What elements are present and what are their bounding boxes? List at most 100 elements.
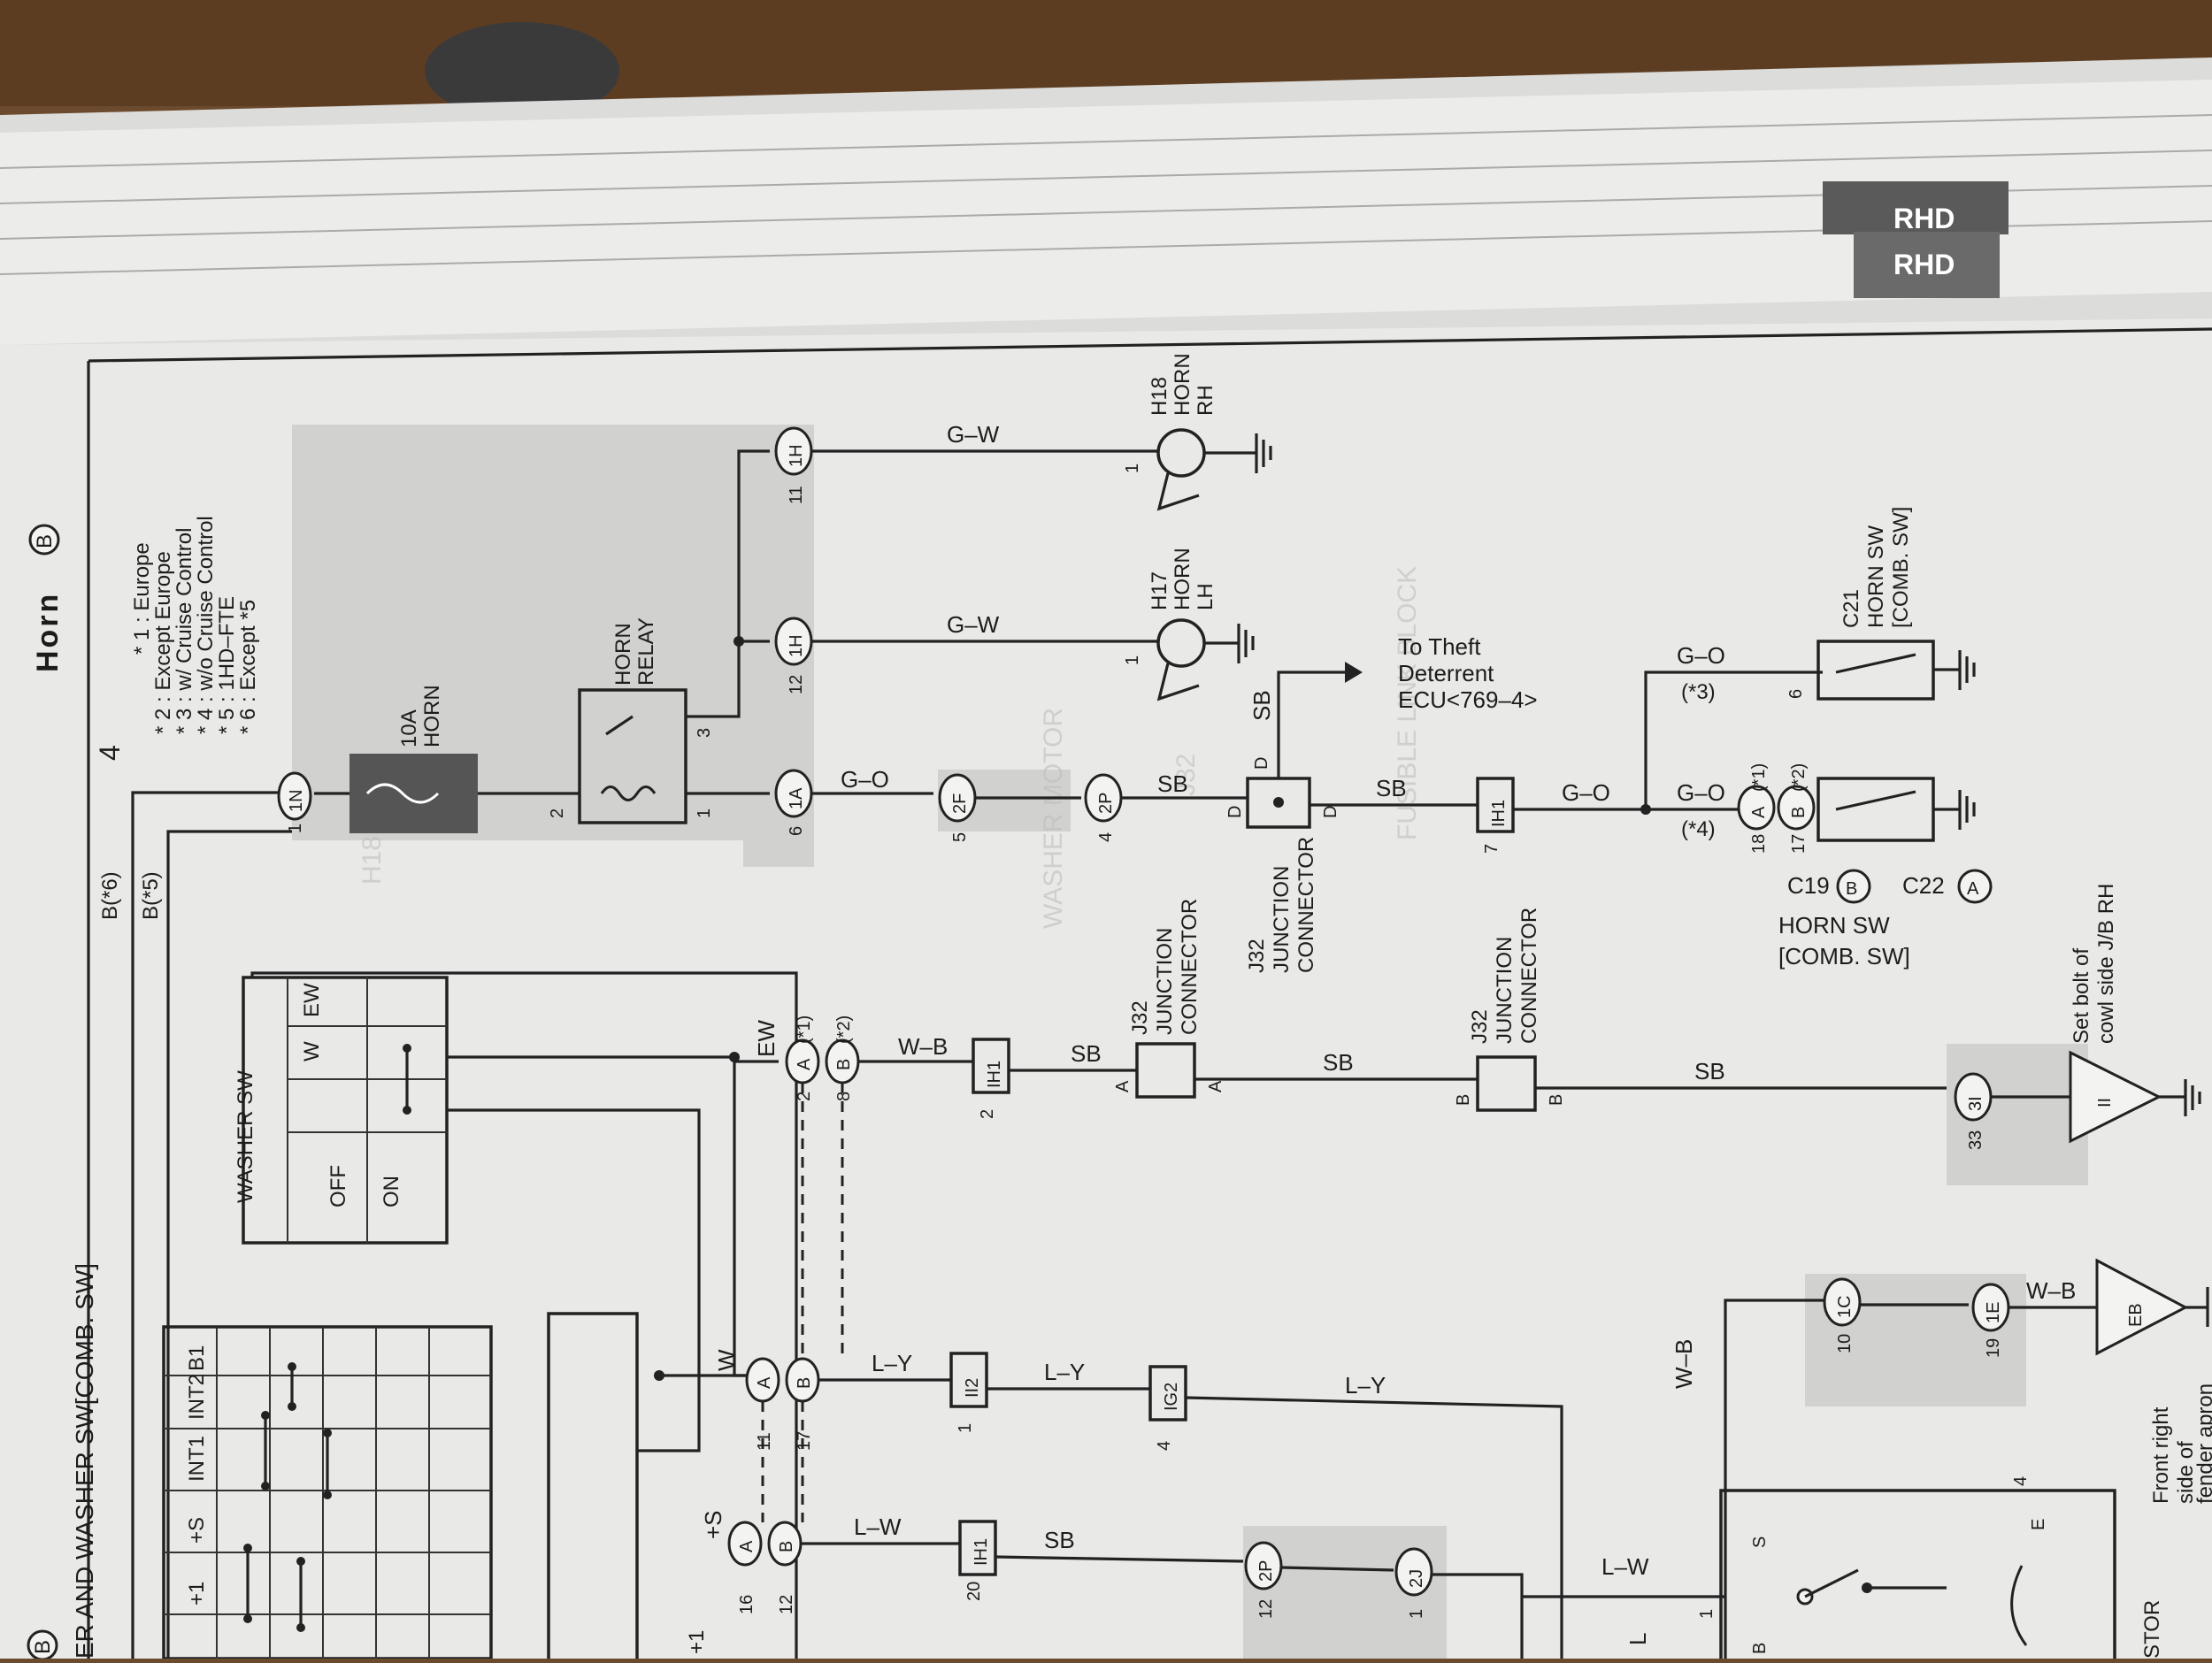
connector-ih1-b-pin: 2: [978, 1109, 997, 1119]
connector-2j: [1394, 1547, 1433, 1597]
wire-wb-3: W–B: [2026, 1277, 2076, 1304]
motor-pin-4: 4: [2011, 1476, 2031, 1486]
comb-a-1: A: [795, 1058, 814, 1070]
connector-2j-pin: 1: [1407, 1609, 1426, 1619]
horn-rh-label-1: HORN: [1171, 353, 1194, 416]
connector-ii2-pin: 1: [956, 1423, 975, 1433]
c21-label-2: [COMB. SW]: [1889, 507, 1913, 628]
connector-1h-lh-pin: 12: [787, 675, 806, 694]
c22-code: C22: [1902, 872, 1945, 899]
washer-col-w: W: [300, 1041, 324, 1061]
junction-a-label-2: CONNECTOR: [1178, 899, 1202, 1035]
connector-2p-pin: 4: [1096, 832, 1116, 842]
section-number: 4: [94, 745, 126, 761]
wire-w: W: [713, 1349, 740, 1371]
connector-1n-pin: 1: [286, 824, 305, 833]
connector-ig2-pin: 4: [1155, 1441, 1174, 1451]
horn-lh-pin: 1: [1123, 655, 1142, 665]
ground-eb-desc-1: Front right: [2149, 1406, 2173, 1504]
title-marker: B: [33, 534, 57, 548]
connector-2f-label: 2F: [950, 793, 970, 814]
connector-ih1: [1476, 777, 1515, 833]
comb-pin-16: 16: [737, 1595, 757, 1614]
wire-ly-3: L–Y: [1345, 1372, 1386, 1399]
wire-ly-2: L–Y: [1044, 1359, 1085, 1385]
connector-1c-label: 1C: [1835, 1295, 1855, 1318]
wire-gw-lh: G–W: [947, 611, 1000, 638]
junction-a-pin-2: A: [1206, 1080, 1225, 1092]
washer-row-on: ON: [380, 1176, 403, 1207]
ground-eb: [2095, 1258, 2189, 1356]
connector-b-17: [1777, 785, 1816, 831]
theft-label-2: Deterrent: [1398, 660, 1494, 686]
connector-2p-b-pin: 12: [1256, 1599, 1276, 1619]
tab-rhd-1: RHD: [1893, 203, 1955, 234]
wire-s-plus: +S: [700, 1510, 726, 1539]
connector-ih1-b-label: IH1: [985, 1061, 1004, 1088]
wire-go-4: G–O: [1677, 779, 1725, 806]
motor-pin-1: 1: [1697, 1609, 1717, 1619]
wire-lw-2: L–W: [1601, 1553, 1649, 1580]
junction-a-label-1: JUNCTION: [1153, 928, 1177, 1035]
comb-pin-2: 2: [795, 1092, 814, 1101]
fuse-amp: 10A: [397, 709, 421, 747]
note-4: * 4 : w/o Cruise Control: [194, 516, 218, 734]
c19-marker: B: [1846, 879, 1857, 899]
connector-b-17-note: (*2): [1789, 763, 1809, 792]
wire-l: L: [1624, 1633, 1651, 1645]
wire-sb-1: SB: [1157, 770, 1188, 797]
connector-3i-pin: 33: [1966, 1130, 1985, 1150]
comb-pin-12: 12: [777, 1595, 796, 1614]
connector-2p-label: 2P: [1096, 793, 1116, 814]
wiper-col-int1: INT1: [185, 1436, 209, 1482]
horn-relay: [578, 688, 687, 824]
connector-ih1-label: IH1: [1489, 800, 1509, 827]
c21-pin: 6: [1786, 689, 1806, 699]
connector-1n-label: 1N: [287, 789, 306, 812]
junction-a-pin-1: A: [1113, 1080, 1133, 1092]
connector-b-17-label: B: [1789, 807, 1809, 818]
theft-label-3: ECU<769–4>: [1398, 686, 1538, 713]
connector-a-18-pin: 18: [1749, 834, 1769, 854]
c21-code: C21: [1839, 589, 1863, 628]
comb-b-2: B: [795, 1377, 814, 1389]
note-2: * 2 : Except Europe: [151, 551, 175, 734]
wire-go-1: G–O: [841, 766, 889, 793]
comb-pin-8: 8: [834, 1092, 854, 1101]
label-b6: B(*6): [98, 871, 122, 920]
wire-sb-6: SB: [1694, 1058, 1725, 1084]
comb-b-3: B: [777, 1541, 796, 1552]
plus1-bottom: +1: [685, 1630, 709, 1654]
junction-b-label-1: JUNCTION: [1493, 937, 1517, 1044]
junction-b-label-2: CONNECTOR: [1517, 908, 1541, 1044]
junction-b-code: J32: [1468, 1009, 1492, 1044]
connector-ih1-b: [972, 1038, 1010, 1094]
svg-text:H18: H18: [357, 836, 387, 885]
horn-lh-code: H17: [1148, 571, 1171, 610]
connector-a-18-note: (*1): [1749, 763, 1769, 792]
motor-e: E: [2029, 1519, 2048, 1530]
wire-go-2: G–O: [1562, 779, 1610, 806]
connector-2p-b-label: 2P: [1256, 1560, 1276, 1582]
page-title: Horn: [31, 592, 65, 672]
ground-eb-desc-3: fender apron: [2193, 1383, 2212, 1504]
connector-a-18-label: A: [1749, 806, 1769, 818]
relay-pin-1: 1: [695, 809, 714, 818]
connector-1a-label: 1A: [787, 787, 806, 809]
junction-d-pin-3: D: [1321, 806, 1340, 818]
motor-b: B: [1750, 1643, 1770, 1654]
ground-ii-desc-1: Set bolt of: [2070, 948, 2093, 1044]
horn-switch-c21: [1816, 640, 1976, 701]
connector-ig2-label: IG2: [1162, 1383, 1181, 1411]
note-5: * 5 : 1HD–FTE: [215, 596, 239, 734]
ground-ii-label: II: [2095, 1098, 2115, 1107]
note-1: * 1 : Europe: [130, 542, 154, 655]
wiper-col-1: +1: [185, 1582, 209, 1606]
connector-1c-pin: 10: [1835, 1334, 1855, 1353]
connector-b-17-pin: 17: [1789, 834, 1809, 854]
side-label: ER AND WASHER SW[COMB. SW]: [71, 1263, 98, 1659]
c22-marker: A: [1967, 879, 1979, 899]
note-6: * 6 : Except *5: [236, 600, 260, 734]
rhd-tabs: RHD RHD: [1823, 181, 2008, 298]
fuse-name: HORN: [420, 685, 444, 747]
